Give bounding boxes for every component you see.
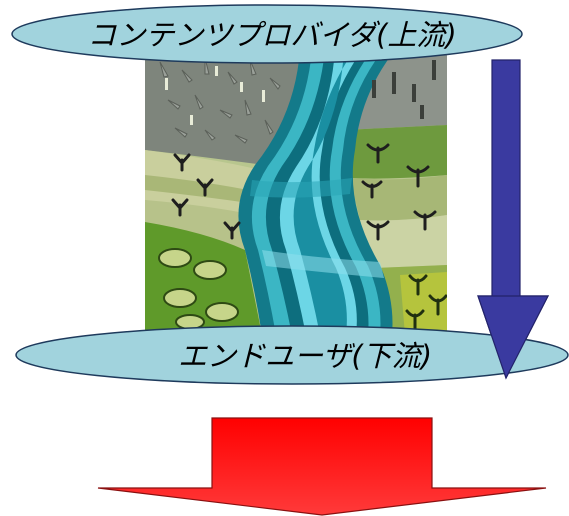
down-arrow-tip	[477, 295, 549, 380]
downstream-ellipse: エンドユーザ(下流)	[15, 325, 569, 385]
down-block-arrow-icon	[97, 417, 547, 516]
river-landscape-icon	[145, 50, 447, 335]
downstream-label: エンドユーザ(下流)	[178, 339, 432, 373]
upstream-label: コンテンツプロバイダ(上流)	[87, 18, 456, 52]
upstream-ellipse: コンテンツプロバイダ(上流)	[11, 4, 523, 64]
